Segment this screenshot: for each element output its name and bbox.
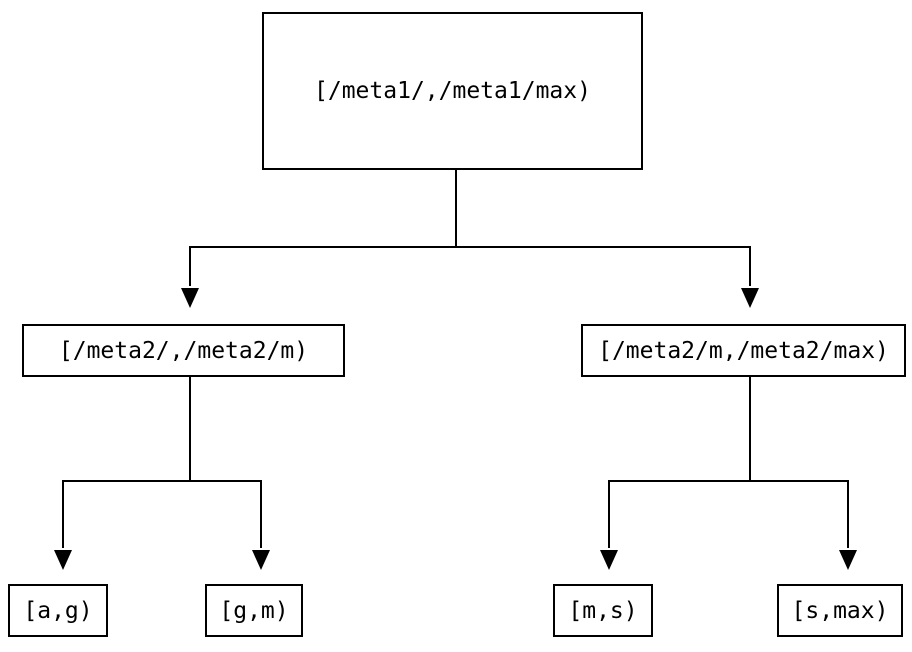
leaf-node-s-max: [s,max) [777, 584, 903, 637]
connector-line [62, 480, 262, 548]
connector-line [189, 246, 751, 286]
node-meta2-left-interval: [/meta2/,/meta2/m) [22, 324, 345, 377]
arrow-down-icon [54, 550, 72, 570]
arrow-down-icon [181, 288, 199, 308]
connector-line [608, 480, 849, 548]
leaf-node-g-m: [g,m) [205, 584, 303, 637]
arrow-down-icon [600, 550, 618, 570]
leaf-node-m-s: [m,s) [553, 584, 653, 637]
node-meta2-right-interval: [/meta2/m,/meta2/max) [581, 324, 906, 377]
node-root-interval: [/meta1/,/meta1/max) [262, 12, 643, 170]
arrow-down-icon [839, 550, 857, 570]
leaf-node-a-g: [a,g) [8, 584, 108, 637]
arrow-down-icon [252, 550, 270, 570]
arrow-down-icon [741, 288, 759, 308]
